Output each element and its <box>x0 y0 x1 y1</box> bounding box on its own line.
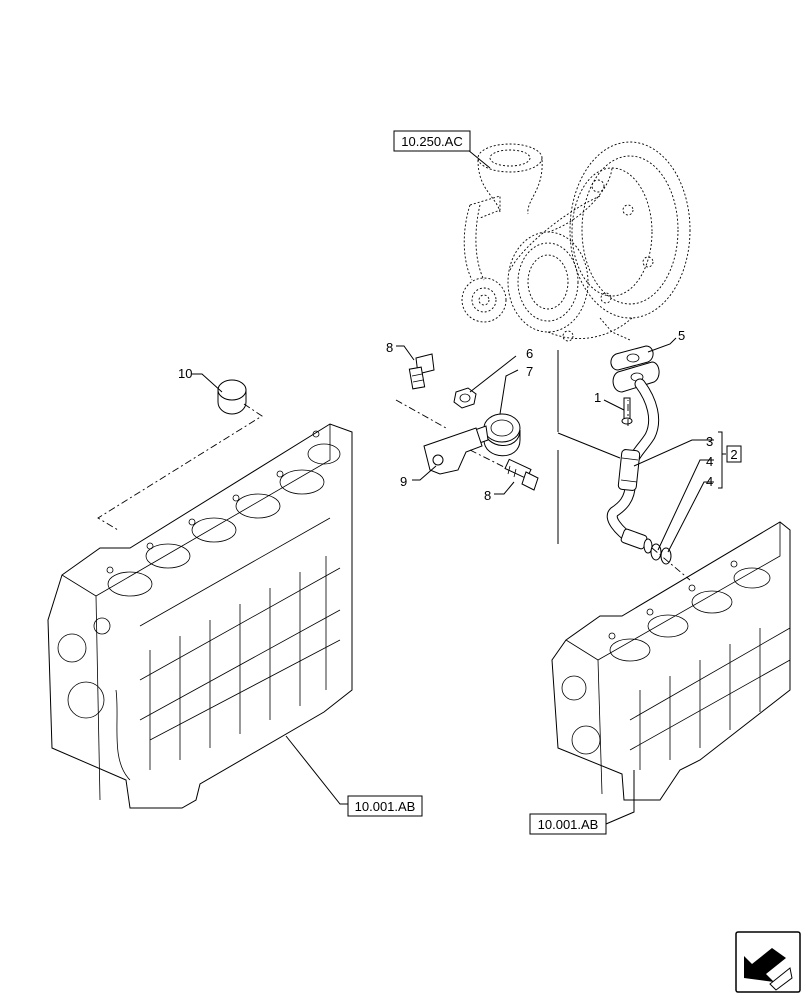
reference-label-turbo: 10.250.AC <box>401 134 462 149</box>
engine-block-right <box>551 521 791 801</box>
callout-7: 7 <box>526 364 533 379</box>
next-page-arrow-icon[interactable] <box>735 931 801 993</box>
callout-8-lower: 8 <box>484 488 491 503</box>
callout-2: 2 <box>730 447 737 462</box>
plug-centerline <box>97 403 263 531</box>
gasket-part-5 <box>610 345 654 371</box>
reference-box-block-right[interactable]: 10.001.AB <box>529 813 607 835</box>
callout-10: 10 <box>178 366 192 381</box>
bolt-part-8-lower <box>504 458 539 491</box>
bracket-centerline <box>395 399 447 429</box>
section-leader <box>557 350 621 544</box>
reference-label-block-left: 10.001.AB <box>355 799 416 814</box>
callouts: 1 5 3 4 4 6 7 8 8 9 10 <box>178 328 713 503</box>
callout-3: 3 <box>706 434 713 449</box>
block-left-reference-leader <box>285 735 348 805</box>
oil-drain-pipe <box>606 378 660 554</box>
reference-label-block-right: 10.001.AB <box>538 817 599 832</box>
callout-8-upper: 8 <box>386 340 393 355</box>
callout-4-upper: 4 <box>706 454 713 469</box>
callout-9: 9 <box>400 474 407 489</box>
bracket-part-9 <box>423 427 483 475</box>
callout-6: 6 <box>526 346 533 361</box>
plug-part-10 <box>217 379 247 415</box>
nut-part-6 <box>453 387 477 409</box>
block-right-reference-leader <box>605 770 635 825</box>
reference-box-block-left[interactable]: 10.001.AB <box>347 795 423 817</box>
kit-reference-box-2[interactable]: 2 <box>726 445 742 463</box>
turbo-reference-leader <box>458 149 491 169</box>
callout-1: 1 <box>594 390 601 405</box>
bolt-part-1 <box>621 397 633 425</box>
turbocharger-reference-outline <box>461 141 691 342</box>
reference-box-turbo[interactable]: 10.250.AC <box>393 130 471 152</box>
callout-5: 5 <box>678 328 685 343</box>
pipe-to-block-centerline <box>651 547 691 581</box>
pipe-flange <box>612 361 660 393</box>
clamp-part-7 <box>451 413 521 457</box>
engine-block-left <box>47 423 353 809</box>
callout-leaders <box>192 337 726 553</box>
callout-4-lower: 4 <box>706 474 713 489</box>
bolt-part-8-upper <box>408 353 435 390</box>
bracket-bolt-centerline <box>469 449 507 469</box>
